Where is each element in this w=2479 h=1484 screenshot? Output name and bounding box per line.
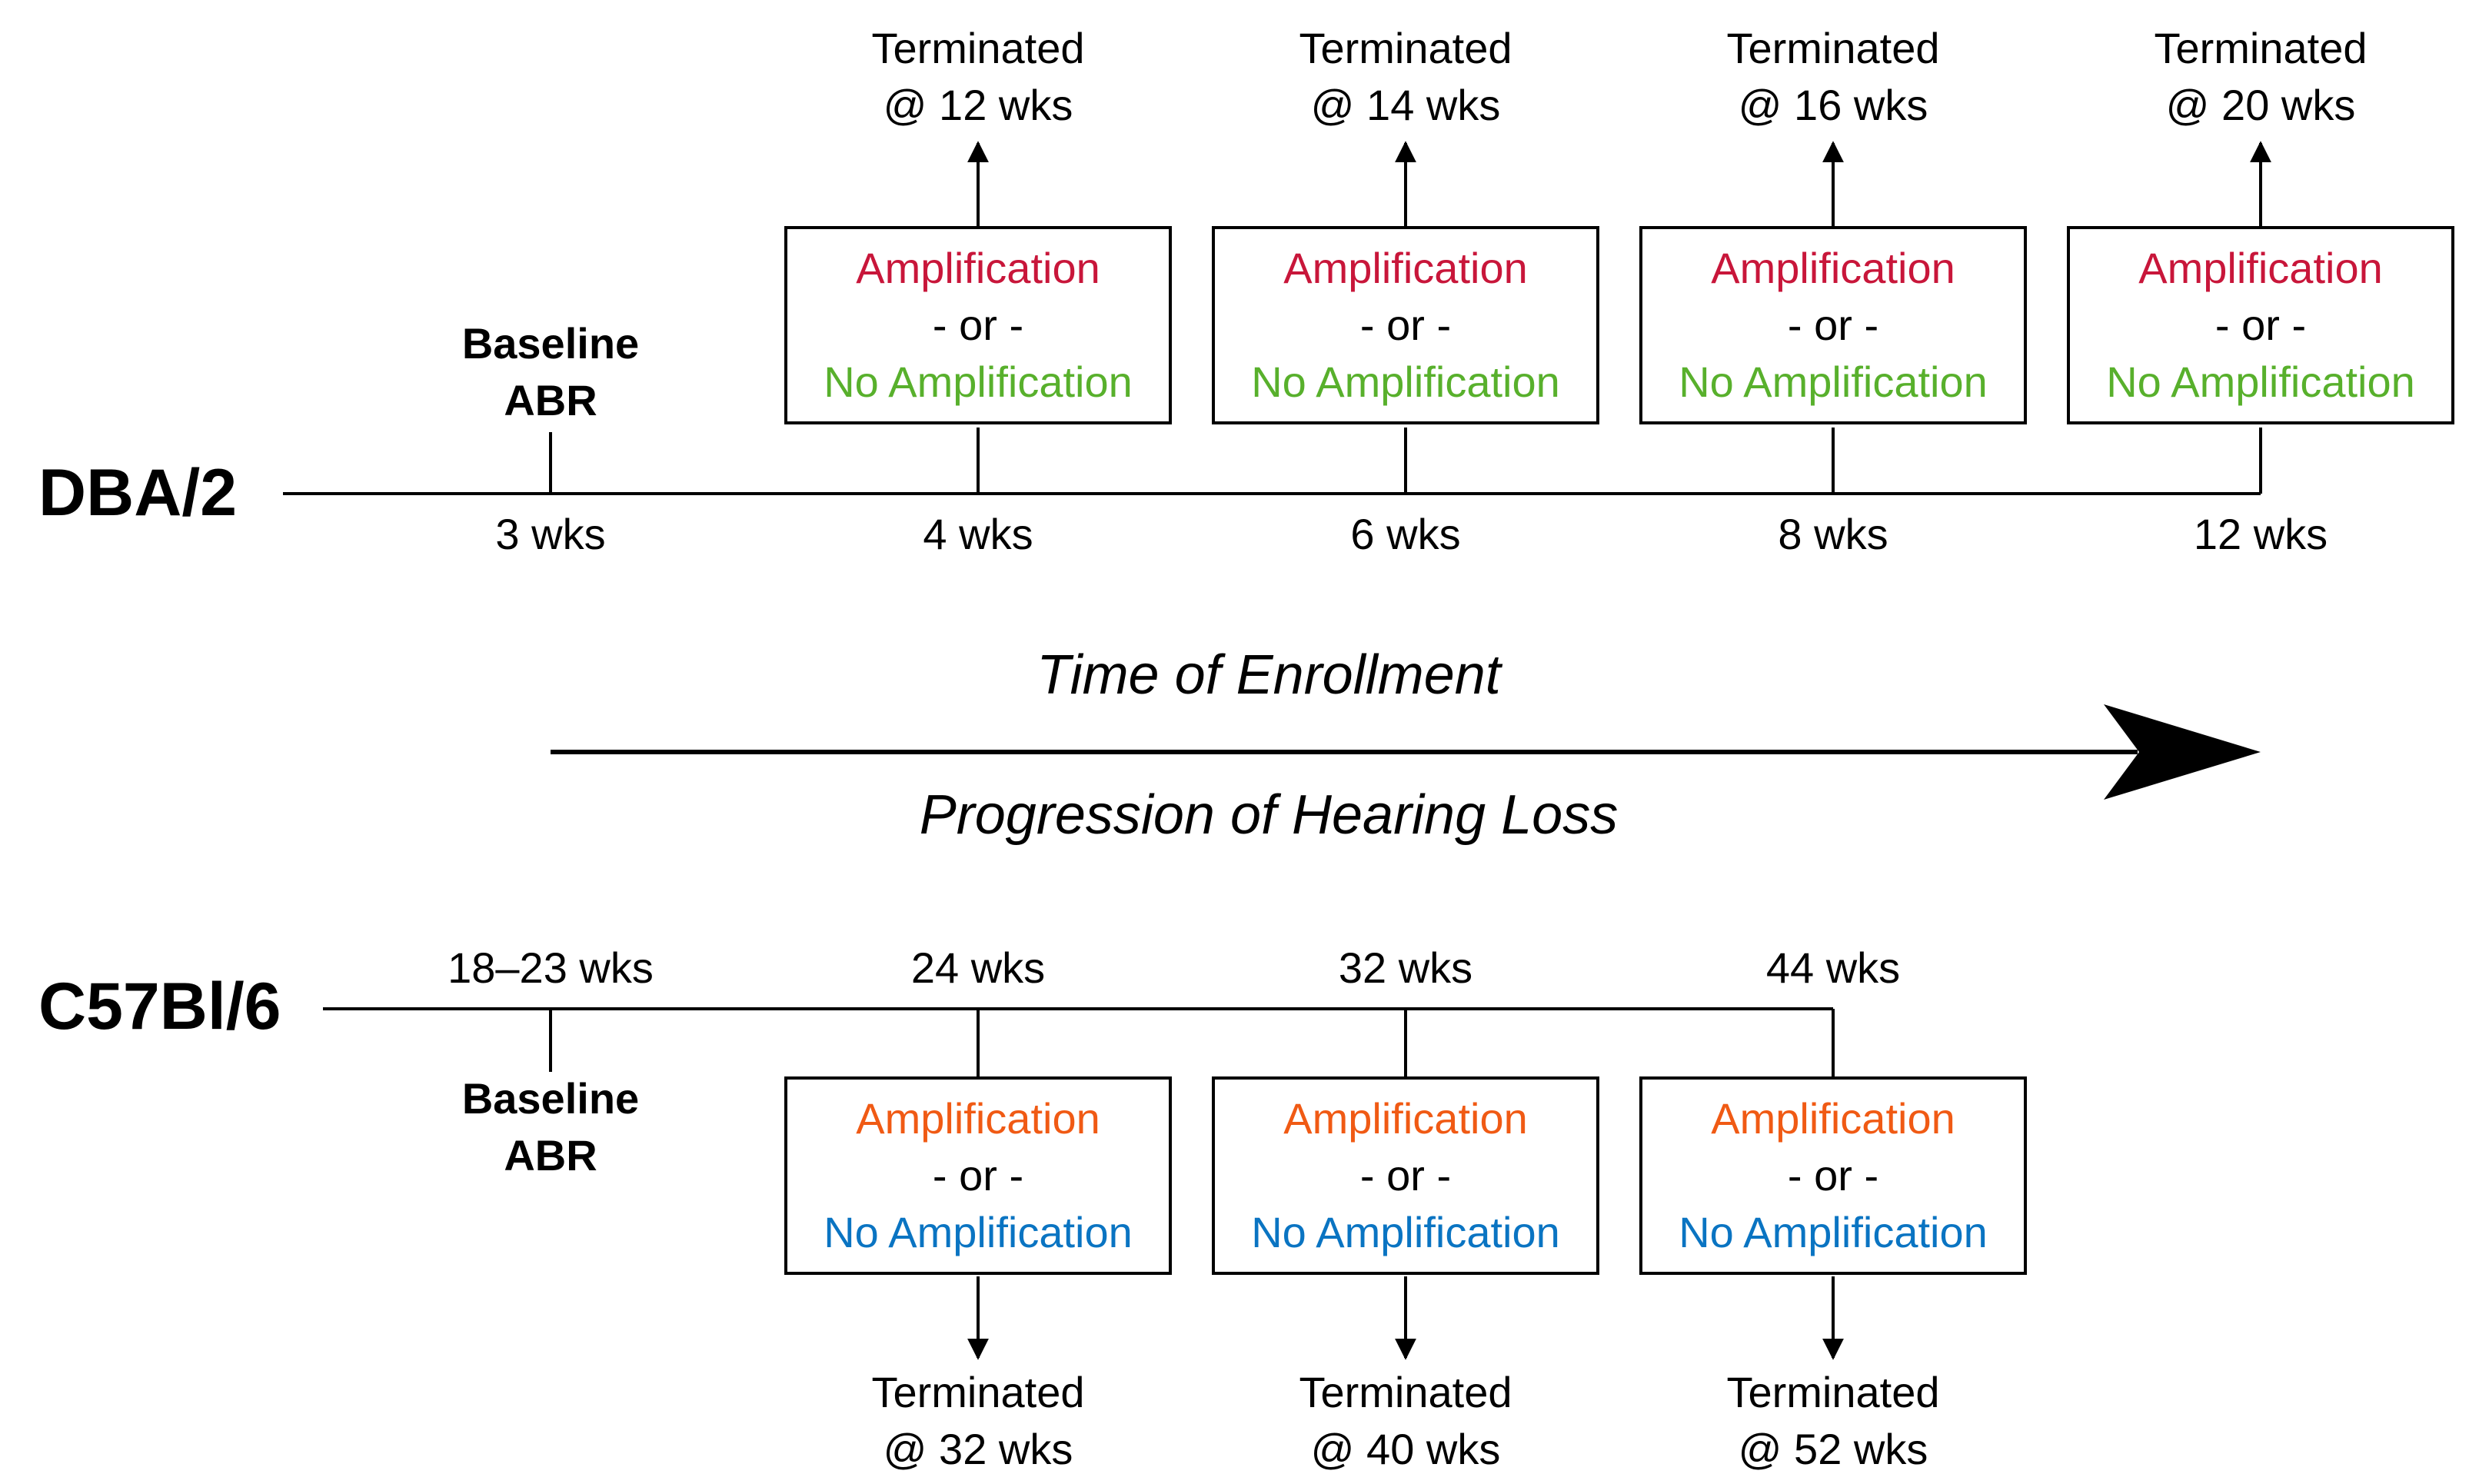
dba-terminated-line1-2: Terminated: [1299, 24, 1512, 72]
dba-amplification-1: Amplification: [856, 244, 1100, 292]
dba-or-4: - or -: [2214, 301, 2307, 349]
c57-terminated-line2-1: @ 32 wks: [883, 1425, 1073, 1473]
c57-baseline-line1: Baseline: [461, 1074, 640, 1123]
c57-amplification-3: Amplification: [1711, 1094, 1955, 1143]
dba-condition-box-1: Amplification - or - No Amplification: [784, 226, 1172, 424]
c57-or-3: - or -: [1787, 1151, 1879, 1200]
dba-baseline-line2: ABR: [504, 376, 597, 424]
dba-terminated-label-2: Terminated @ 14 wks: [1213, 20, 1598, 134]
dba-amplification-2: Amplification: [1283, 244, 1528, 292]
time-of-enrollment-label: Time of Enrollment: [1037, 644, 1501, 706]
c57-terminated-label-1: Terminated @ 32 wks: [786, 1364, 1170, 1478]
c57-condition-box-1: Amplification - or - No Amplification: [784, 1076, 1172, 1275]
dba-condition-box-3: Amplification - or - No Amplification: [1639, 226, 2027, 424]
dba-terminated-line2-2: @ 14 wks: [1310, 81, 1501, 129]
c57-terminated-line2-3: @ 52 wks: [1738, 1425, 1928, 1473]
dba-baseline-time: 3 wks: [495, 510, 606, 558]
dba-time-2: 6 wks: [1350, 510, 1461, 558]
dba-condition-box-2: Amplification - or - No Amplification: [1212, 226, 1599, 424]
c57-or-2: - or -: [1359, 1151, 1452, 1200]
c57-time-3: 44 wks: [1765, 943, 1901, 992]
dba-time-4: 12 wks: [2193, 510, 2328, 558]
c57-terminated-label-2: Terminated @ 40 wks: [1213, 1364, 1598, 1478]
dba-terminated-line2-3: @ 16 wks: [1738, 81, 1928, 129]
progression-arrow-head: [2104, 704, 2261, 800]
dba-amplification-3: Amplification: [1711, 244, 1955, 292]
dba-or-2: - or -: [1359, 301, 1452, 349]
dba-baseline-line1: Baseline: [461, 319, 640, 368]
c57-no-amplification-2: No Amplification: [1251, 1208, 1560, 1256]
dba-time-1: 4 wks: [923, 510, 1033, 558]
c57-baseline-time: 18–23 wks: [448, 943, 654, 992]
dba-no-amplification-2: No Amplification: [1251, 358, 1560, 406]
c57-baseline-abr-label: Baseline ABR: [397, 1070, 704, 1184]
c57-time-1: 24 wks: [910, 943, 1046, 992]
c57-no-amplification-3: No Amplification: [1679, 1208, 1988, 1256]
dba-time-3: 8 wks: [1778, 510, 1888, 558]
dba-terminated-label-3: Terminated @ 16 wks: [1641, 20, 2025, 134]
dba-terminated-label-4: Terminated @ 20 wks: [2068, 20, 2453, 134]
progression-of-hearing-loss-label: Progression of Hearing Loss: [919, 784, 1619, 846]
c57-terminated-label-3: Terminated @ 52 wks: [1641, 1364, 2025, 1478]
c57-terminated-line1-1: Terminated: [871, 1368, 1085, 1416]
c57-amplification-2: Amplification: [1283, 1094, 1528, 1143]
dba-terminated-line2-1: @ 12 wks: [883, 81, 1073, 129]
c57-terminated-line1-3: Terminated: [1726, 1368, 1940, 1416]
c57-amplification-1: Amplification: [856, 1094, 1100, 1143]
dba-baseline-abr-label: Baseline ABR: [397, 315, 704, 429]
dba-strain-label: DBA/2: [38, 456, 238, 530]
c57-condition-box-2: Amplification - or - No Amplification: [1212, 1076, 1599, 1275]
dba-no-amplification-3: No Amplification: [1679, 358, 1988, 406]
dba-terminated-line1-4: Terminated: [2154, 24, 2368, 72]
c57-strain-label: C57Bl/6: [38, 970, 281, 1043]
c57-baseline-line2: ABR: [504, 1131, 597, 1180]
dba-amplification-4: Amplification: [2138, 244, 2383, 292]
c57-terminated-line2-2: @ 40 wks: [1310, 1425, 1501, 1473]
c57-no-amplification-1: No Amplification: [824, 1208, 1133, 1256]
dba-terminated-label-1: Terminated @ 12 wks: [786, 20, 1170, 134]
dba-or-3: - or -: [1787, 301, 1879, 349]
dba-terminated-line1-3: Terminated: [1726, 24, 1940, 72]
c57-terminated-line1-2: Terminated: [1299, 1368, 1512, 1416]
dba-or-1: - or -: [932, 301, 1024, 349]
c57-or-1: - or -: [932, 1151, 1024, 1200]
dba-terminated-line1-1: Terminated: [871, 24, 1085, 72]
dba-no-amplification-4: No Amplification: [2106, 358, 2415, 406]
dba-terminated-line2-4: @ 20 wks: [2165, 81, 2356, 129]
c57-time-2: 32 wks: [1338, 943, 1473, 992]
dba-condition-box-4: Amplification - or - No Amplification: [2067, 226, 2454, 424]
dba-no-amplification-1: No Amplification: [824, 358, 1133, 406]
c57-condition-box-3: Amplification - or - No Amplification: [1639, 1076, 2027, 1275]
